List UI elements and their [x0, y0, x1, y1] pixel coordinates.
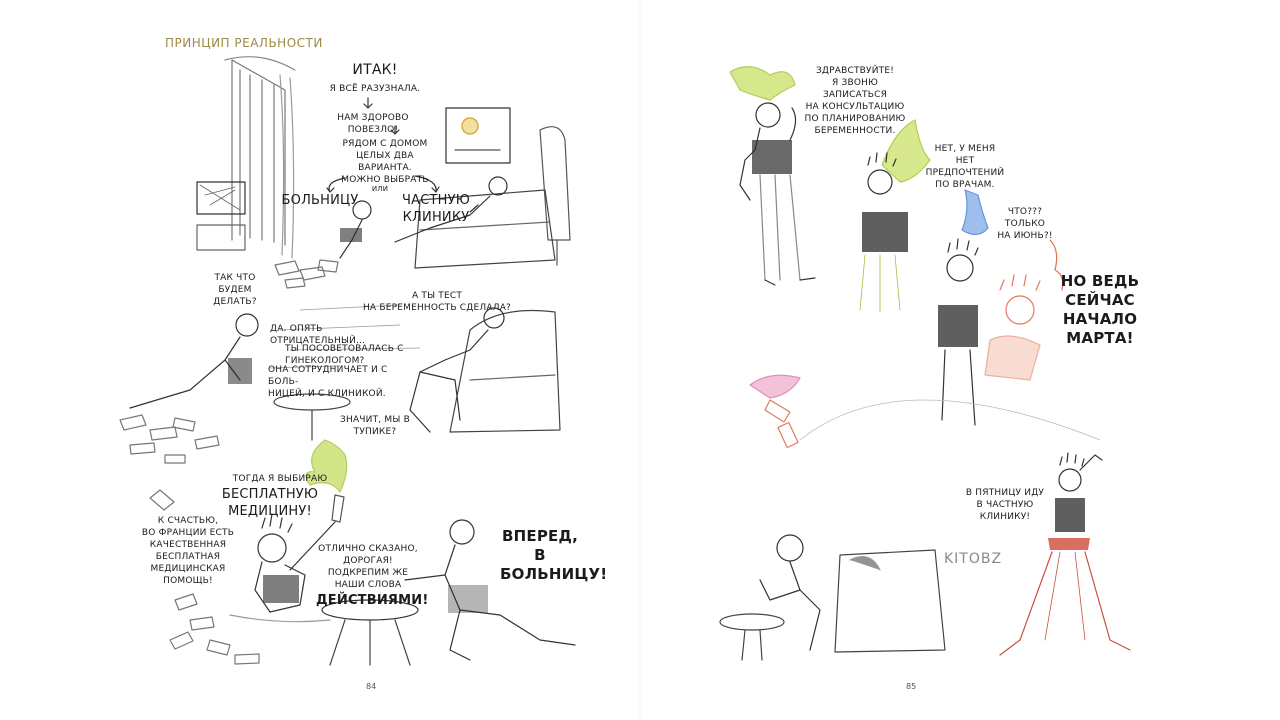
p3-s3: ОТЛИЧНО СКАЗАНО, ДОРОГАЯ! ПОДКРЕПИМ ЖЕ Н… [318, 544, 418, 590]
panel2-illustration [119, 304, 561, 464]
thrown-torch-and-phone [749, 374, 1101, 449]
p2-q3: ТЫ ПОСОВЕТОВАЛАСЬ С ГИНЕКОЛОГОМ? [285, 344, 404, 366]
book-gutter [638, 0, 642, 720]
p2-q4: ЗНАЧИТ, МЫ В ТУПИКЕ? [340, 415, 410, 437]
chapter-header: ПРИНЦИП РЕАЛЬНОСТИ [165, 36, 323, 50]
r-b2: НЕТ, У МЕНЯ НЕТ ПРЕДПОЧТЕНИЙ ПО ВРАЧАМ. [925, 144, 1005, 190]
p1-choice-hospital: БОЛЬНИЦУ [281, 193, 359, 208]
right-woman-1 [729, 66, 816, 286]
p1-line1: Я ВСЁ РАЗУЗНАЛА. [329, 84, 421, 94]
watermark-logo: KITOBZ [944, 551, 1003, 567]
p2-a2: ОНА СОТРУДНИЧАЕТ И С БОЛЬ- НИЦЕЙ, И С КЛ… [268, 365, 388, 399]
p1-title: ИТАК! [352, 62, 398, 78]
right-page [640, 0, 1280, 720]
r-b3: ЧТО??? ТОЛЬКО НА ИЮНЬ?! [997, 207, 1053, 241]
left-page [0, 0, 640, 720]
p3-s1: ТОГДА Я ВЫБИРАЮ [232, 474, 328, 484]
p3-s3-big: ДЕЙСТВИЯМИ! [316, 593, 429, 608]
p1-line2: НАМ ЗДОРОВО ПОВЕЗЛО! [337, 113, 409, 135]
p3-s4: ВПЕРЕД, В БОЛЬНИЦУ! [500, 527, 608, 583]
right-woman-sitting [719, 534, 946, 661]
right-woman-striding [999, 452, 1131, 656]
r-b4: НО ВЕДЬ СЕЙЧАС НАЧАЛО МАРТА! [1060, 272, 1140, 347]
p2-q1: ТАК ЧТО БУДЕМ ДЕЛАТЬ? [213, 273, 257, 307]
panel1-room-illustration [196, 56, 571, 289]
r-b5: В ПЯТНИЦУ ИДУ В ЧАСТНУЮ КЛИНИКУ! [965, 488, 1045, 522]
p3-s1-big: БЕСПЛАТНУЮ МЕДИЦИНУ! [221, 487, 319, 519]
p1-choice-clinic: ЧАСТНУЮ КЛИНИКУ [402, 193, 470, 225]
p1-line3: РЯДОМ С ДОМОМ ЦЕЛЫХ ДВА ВАРИАНТА. МОЖНО … [341, 139, 429, 185]
right-woman-2 [859, 119, 931, 313]
p1-or: ИЛИ [371, 185, 389, 193]
page-number-left: 84 [366, 682, 377, 691]
right-woman-3 [938, 189, 1064, 426]
p3-s2: К СЧАСТЬЮ, ВО ФРАНЦИИ ЕСТЬ КАЧЕСТВЕННАЯ … [141, 516, 235, 586]
r-b1: ЗДРАВСТВУЙТЕ! Я ЗВОНЮ ЗАПИСАТЬСЯ НА КОНС… [804, 66, 906, 136]
page-number-right: 85 [906, 682, 917, 691]
p2-a1: ДА. ОПЯТЬ ОТРИЦАТЕЛЬНЫЙ... [270, 324, 366, 346]
panel3-illustration [149, 439, 576, 666]
p2-q2: А ТЫ ТЕСТ НА БЕРЕМЕННОСТЬ СДЕЛАЛА? [362, 291, 512, 313]
